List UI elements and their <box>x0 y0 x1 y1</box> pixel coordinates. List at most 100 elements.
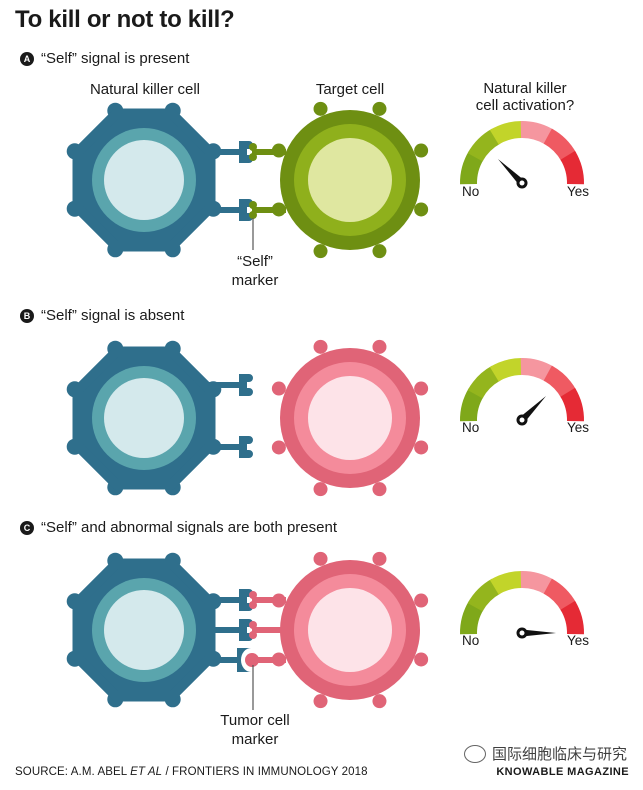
target-knob <box>414 381 429 396</box>
section-b-text: “Self” signal is absent <box>41 307 185 324</box>
gauge-segment <box>489 571 524 595</box>
target-knob <box>313 101 328 116</box>
target-knob <box>271 381 286 396</box>
self-ligand-head <box>249 211 257 219</box>
gauge-hub-center <box>519 180 525 186</box>
gauge-c-no: No <box>462 633 480 648</box>
section-c-text: “Self” and abnormal signals are both pre… <box>41 519 338 536</box>
nk-cell-nucleus <box>104 590 184 670</box>
row-b <box>66 339 584 497</box>
target-cell-label: Target cell <box>315 81 385 98</box>
nk-cell-label: Natural killer cell <box>89 81 201 98</box>
gauge-segment <box>543 365 577 399</box>
tumor-marker-line1: Tumor cell <box>220 712 290 729</box>
receptor-stem <box>209 149 239 155</box>
self-ligand-stem <box>252 207 286 213</box>
gauge-segment <box>560 150 584 185</box>
section-b-badge: B <box>20 308 34 323</box>
gauge-segment <box>467 578 501 612</box>
gauge-segment <box>467 365 501 399</box>
gauge-needle <box>522 629 556 637</box>
self-marker-label: “Self” marker <box>215 252 295 290</box>
target-knob <box>414 202 429 217</box>
section-c-badge: C <box>20 520 34 535</box>
receptor-stem <box>207 657 237 663</box>
gauge-hub-center <box>519 417 525 423</box>
gauge-c-yes: Yes <box>567 633 590 648</box>
source-credit: SOURCE: A.M. ABEL ET AL / FRONTIERS IN I… <box>15 766 368 778</box>
self-ligand-stem <box>252 597 286 603</box>
target-knob <box>372 551 387 566</box>
section-b-heading: B “Self” signal is absent <box>20 307 184 324</box>
watermark: 国际细胞临床与研究 <box>463 743 627 764</box>
gauge-segment <box>489 121 524 145</box>
gauge-needle <box>497 158 525 186</box>
target-knob <box>414 652 429 667</box>
gauge-b-yes: Yes <box>567 420 590 435</box>
chat-bubble-icon <box>463 744 486 763</box>
gauge-title-line1: Natural killer <box>483 80 567 97</box>
target-knob <box>313 482 328 497</box>
tumor-receptor <box>237 648 251 672</box>
gauge-segment <box>560 600 584 635</box>
source-italic: ET AL <box>130 766 163 778</box>
target-knob <box>372 339 387 354</box>
gauge-hub-center <box>519 630 525 636</box>
target-cell-nucleus <box>308 376 392 460</box>
target-knob <box>372 482 387 497</box>
brand-name: KNOWABLE MAGAZINE <box>496 766 629 778</box>
watermark-text: 国际细胞临床与研究 <box>491 746 627 763</box>
receptor-stem <box>209 382 239 388</box>
self-ligand-head <box>249 601 257 609</box>
self-ligand-head <box>249 631 257 639</box>
target-knob <box>372 101 387 116</box>
gauge-segment <box>460 600 484 635</box>
gauge-segment <box>460 387 484 422</box>
self-ligand-head <box>249 153 257 161</box>
tumor-ligand-stem <box>252 657 286 663</box>
target-cell-nucleus <box>308 588 392 672</box>
section-a-heading: A “Self” signal is present <box>20 50 189 67</box>
tumor-marker-label: Tumor cell marker <box>205 711 305 749</box>
section-a-text: “Self” signal is present <box>41 50 190 67</box>
receptor-stem <box>209 627 239 633</box>
self-marker-line2: marker <box>231 272 279 289</box>
gauge-title: Natural killer cell activation? <box>455 80 595 114</box>
target-knob <box>414 593 429 608</box>
self-ligand-stem <box>252 149 286 155</box>
self-ligand-stem <box>252 627 286 633</box>
self-marker-line1: “Self” <box>237 253 273 270</box>
section-c-heading: C “Self” and abnormal signals are both p… <box>20 519 337 536</box>
source-prefix: SOURCE: A.M. ABEL <box>15 766 131 778</box>
self-ligand-head <box>249 591 257 599</box>
self-receptor <box>239 436 253 458</box>
nk-cell-nucleus <box>104 140 184 220</box>
gauge-segment <box>489 358 524 382</box>
target-knob <box>372 244 387 259</box>
target-knob <box>313 551 328 566</box>
tumor-ligand-head <box>245 653 259 667</box>
self-receptor <box>239 374 253 396</box>
target-knob <box>313 339 328 354</box>
row-a <box>66 101 584 259</box>
gauge-segment <box>520 358 555 382</box>
target-knob <box>313 244 328 259</box>
self-ligand-head <box>249 143 257 151</box>
target-knob <box>414 143 429 158</box>
gauge-b-no: No <box>462 420 480 435</box>
gauge-segment <box>467 128 501 162</box>
target-knob <box>271 440 286 455</box>
row-c <box>66 551 584 709</box>
target-knob <box>313 694 328 709</box>
source-suffix: / FRONTIERS IN IMMUNOLOGY 2018 <box>162 766 368 778</box>
receptor-stem <box>209 444 239 450</box>
target-knob <box>372 694 387 709</box>
gauge-segment <box>520 121 555 145</box>
target-cell-nucleus <box>308 138 392 222</box>
self-ligand-head <box>249 201 257 209</box>
receptor-stem <box>209 597 239 603</box>
gauge-segment <box>543 128 577 162</box>
gauge-a-yes: Yes <box>567 184 590 199</box>
target-knob <box>414 440 429 455</box>
